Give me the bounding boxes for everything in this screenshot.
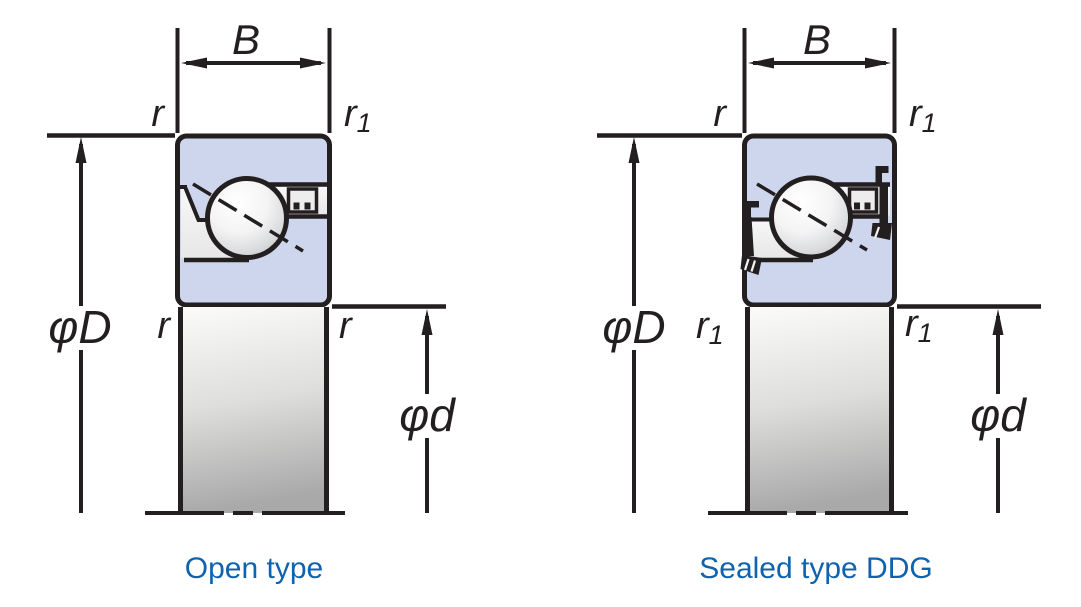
arrowhead-up [992,309,1004,335]
corner-radius-label-top-left: r [151,93,165,135]
seal-foot-highlight [873,226,881,239]
width-label: B [232,16,260,63]
shoulder-chamfer-line [183,187,201,221]
bore-diameter-label: φd [970,389,1027,441]
corner-radius-label-top-left: r [713,93,727,135]
bore-diameter-label: φd [399,389,456,441]
cage-section [286,187,319,214]
seal-anchor [744,201,759,218]
label-halo [391,394,465,438]
corner-radius-label-inner-right: r1 [905,303,933,348]
cage-rivet [854,202,860,210]
arrowhead-right [300,57,326,69]
seal-lip [744,217,754,256]
seal-lip [879,184,888,224]
width-label: B [803,16,831,63]
arrowhead-left [748,57,774,69]
arrowhead-up [421,309,433,335]
seal-foot-highlight [743,258,757,272]
contact-angle-line [756,182,868,252]
corner-radius-label-inner-right: r [339,305,353,347]
arrowhead-right [865,57,891,69]
shaft [747,307,892,513]
arrowhead-up [75,137,87,163]
cage-rivet [864,202,871,210]
caption-sealed-type: Sealed type DDG [699,552,932,585]
cage-section [847,187,879,214]
corner-radius-label-inner-left: r1 [696,305,724,350]
seal-right [871,166,892,240]
seal-left [740,201,762,275]
outer-diameter-label: φD [48,301,111,353]
diagram-open: B r r1 φD φd r r Open type [44,16,465,585]
arrowhead-left [181,57,207,69]
shaft [180,307,327,513]
outer-diameter-label: φD [602,301,665,353]
contact-angle-line [192,182,304,253]
label-halo [597,306,671,350]
seal-anchor [875,166,889,184]
corner-radius-label-top-right: r1 [909,93,937,138]
corner-radius-label-top-right: r1 [344,93,372,138]
cage-rivet [293,202,300,210]
caption-open-type: Open type [185,552,323,585]
label-halo [962,394,1036,438]
cage-rivet [304,202,311,210]
arrowhead-up [628,137,640,163]
label-halo [44,306,118,350]
diagram-sealed: B r r1 φD φd r1 r1 Sealed type DDG [597,16,1041,585]
corner-radius-label-inner-left: r [157,305,171,347]
